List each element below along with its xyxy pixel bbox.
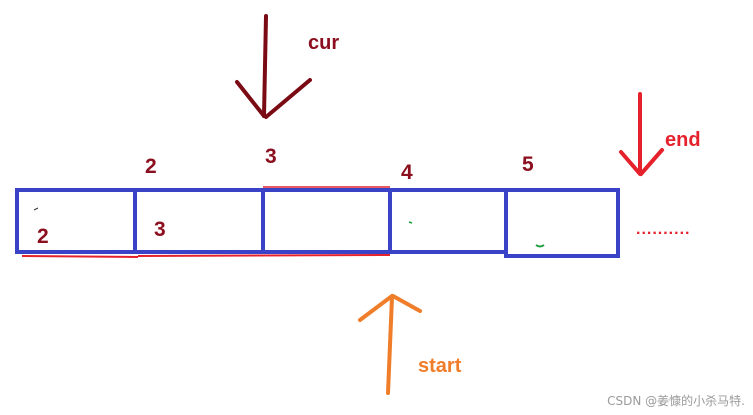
array-cell-1: [15, 188, 137, 254]
array-cell-4: [388, 188, 508, 254]
array-cell-5: [504, 188, 620, 258]
end-arrow-icon: [619, 92, 664, 176]
stray-mark-green: [408, 221, 413, 224]
ellipsis-label: ..........: [636, 221, 691, 238]
index-label-5: 5: [522, 153, 534, 176]
red-underline: [21, 255, 139, 258]
index-label-3: 3: [265, 145, 277, 168]
red-underline-2: [137, 254, 391, 257]
cur-arrow-icon: [235, 14, 312, 119]
watermark: CSDN @姜慷的小杀马特.: [607, 394, 745, 408]
end-label: end: [665, 129, 701, 151]
cell-value-1: 2: [37, 225, 49, 248]
index-label-4: 4: [401, 161, 413, 184]
cur-label: cur: [308, 32, 340, 54]
stray-mark-green-2: [535, 244, 545, 248]
start-arrow-icon: [358, 294, 422, 395]
stray-mark: [33, 207, 39, 211]
cell-value-2: 3: [154, 218, 166, 241]
index-label-2: 2: [145, 155, 157, 178]
array-boxes: [15, 188, 620, 258]
start-label: start: [418, 355, 462, 377]
array-cell-3: [261, 188, 392, 254]
